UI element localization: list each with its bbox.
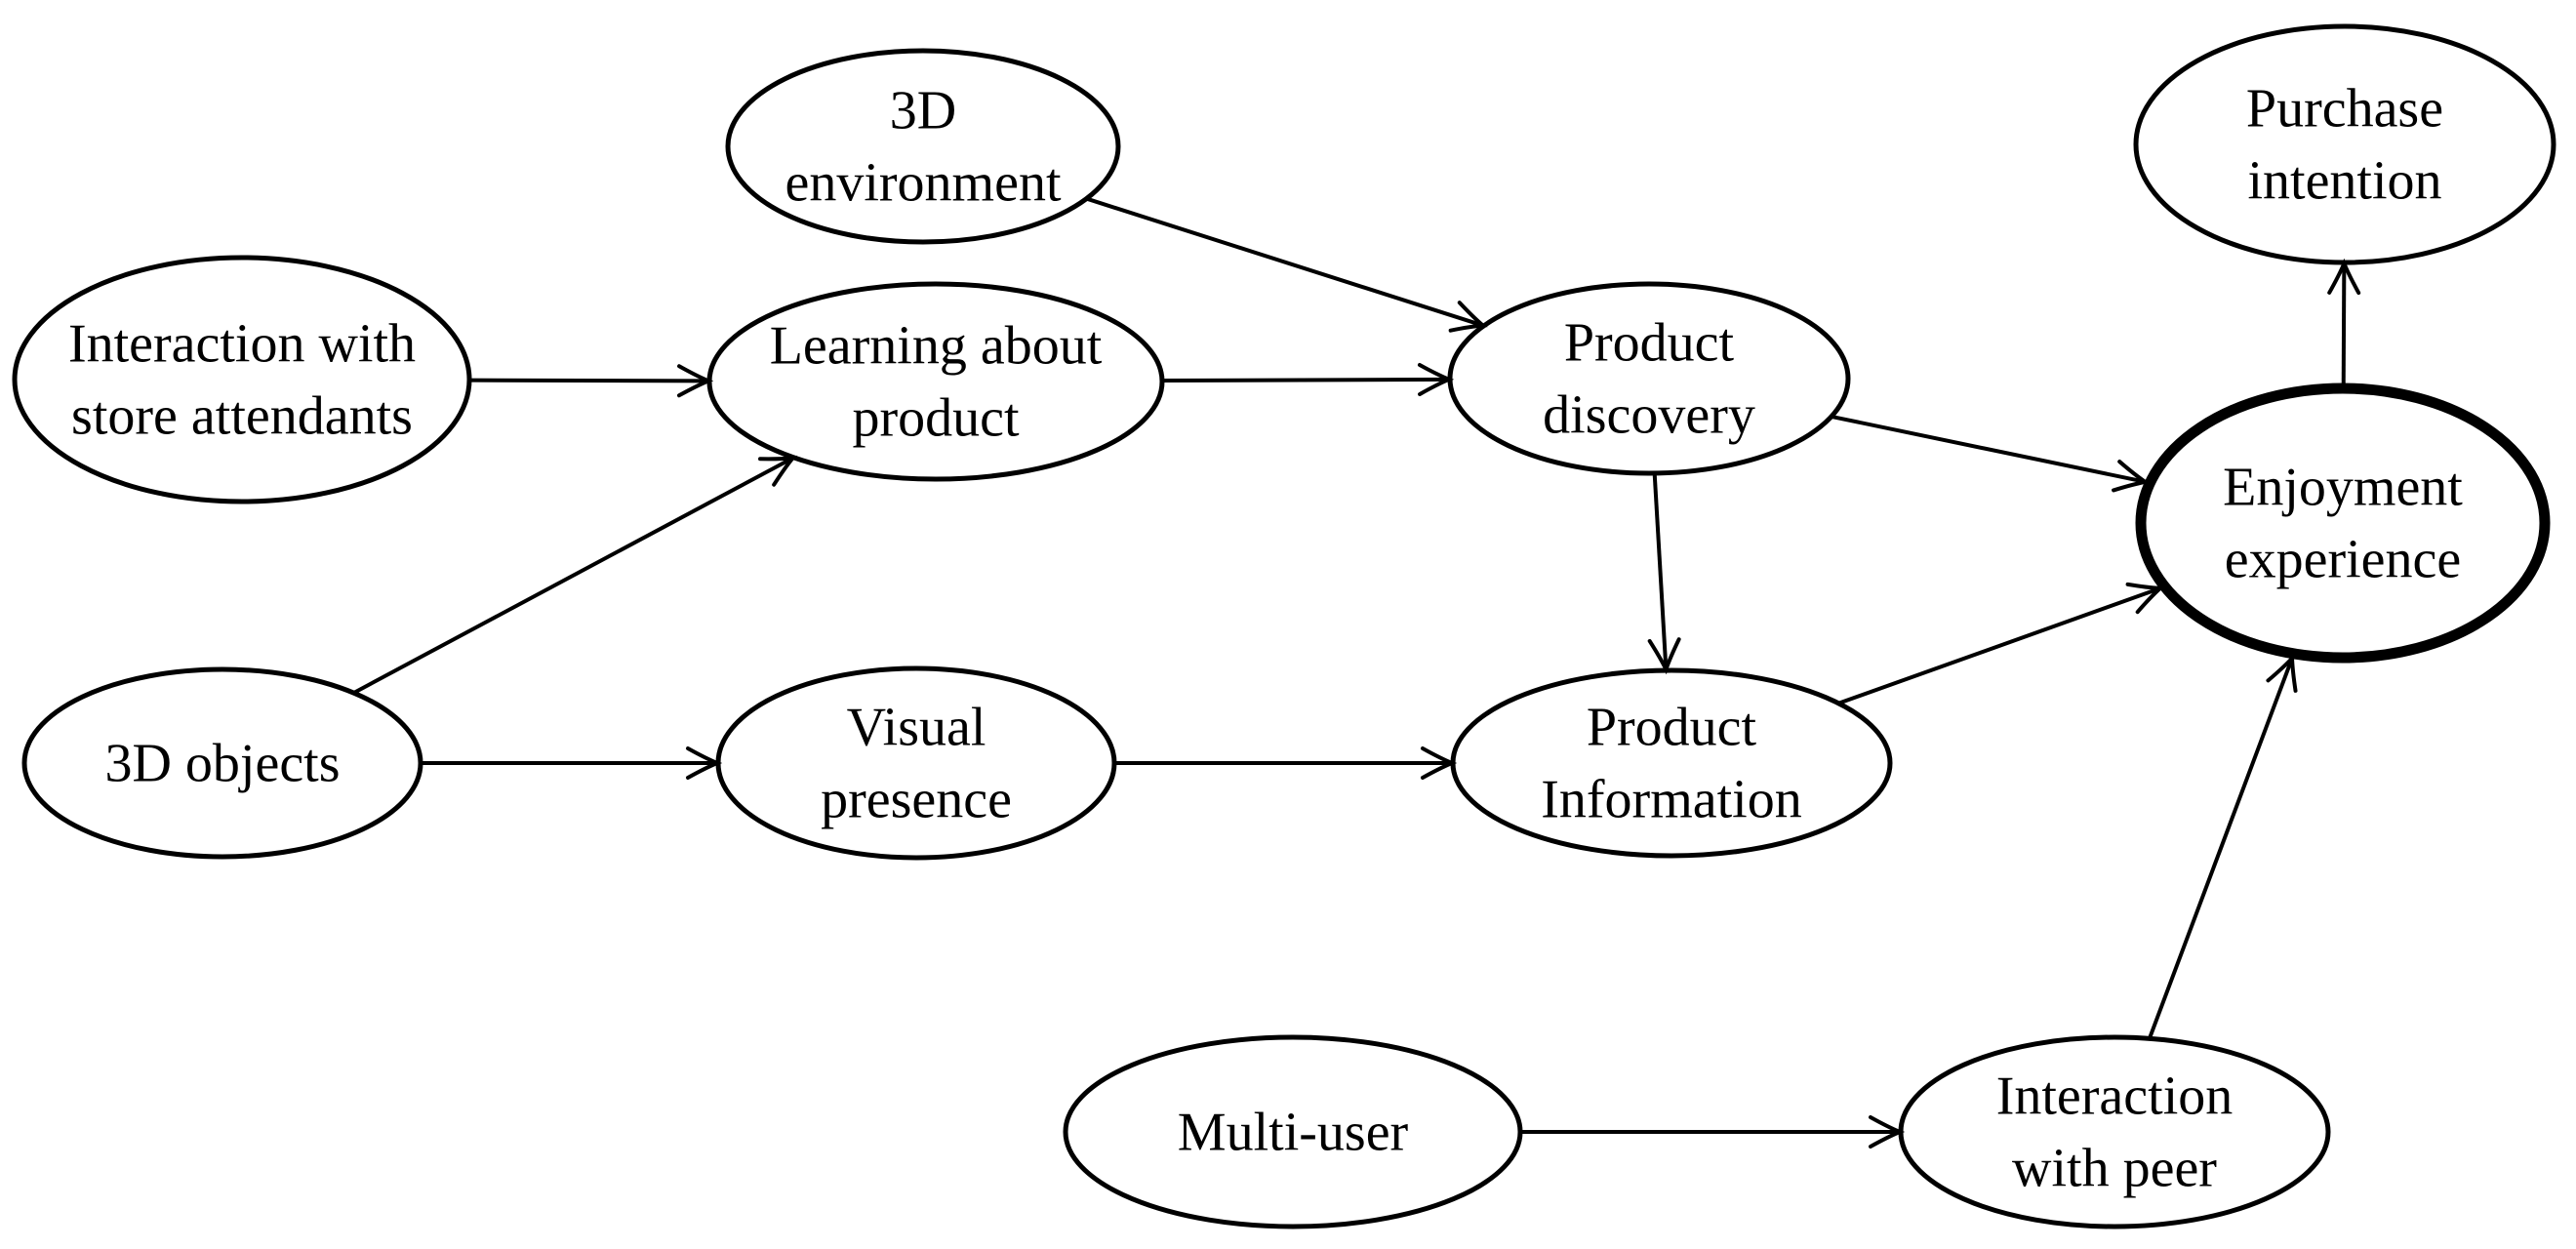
node-ellipse-3d-environment	[725, 48, 1121, 245]
edge-interaction-store-attendants-to-learning-about-product	[468, 364, 714, 398]
node-ellipse-enjoyment-experience	[2135, 383, 2551, 664]
node-ellipse-purchase-intention	[2133, 23, 2556, 265]
node-ellipse-learning-about-product	[706, 281, 1165, 482]
edge-product-discovery-to-product-information	[1647, 472, 1681, 675]
edge-enjoyment-experience-to-purchase-intention	[2327, 258, 2361, 389]
edge-3d-objects-to-learning-about-product	[352, 455, 798, 695]
node-3d-objects: 3D objects	[21, 666, 423, 860]
node-label-3d-objects: 3D objects	[104, 733, 340, 793]
edge-product-discovery-to-enjoyment-experience	[1831, 414, 2151, 493]
edge-interaction-with-peer-to-enjoyment-experience	[2148, 653, 2298, 1040]
node-multi-user: Multi-user	[1063, 1034, 1523, 1229]
node-ellipse-interaction-store-attendants	[12, 255, 472, 504]
edge-learning-about-product-to-product-discovery	[1161, 362, 1455, 396]
edge-product-information-to-enjoyment-experience	[1837, 582, 2165, 705]
edge-3d-environment-to-product-discovery	[1085, 196, 1488, 333]
node-label-multi-user: Multi-user	[1178, 1102, 1409, 1162]
